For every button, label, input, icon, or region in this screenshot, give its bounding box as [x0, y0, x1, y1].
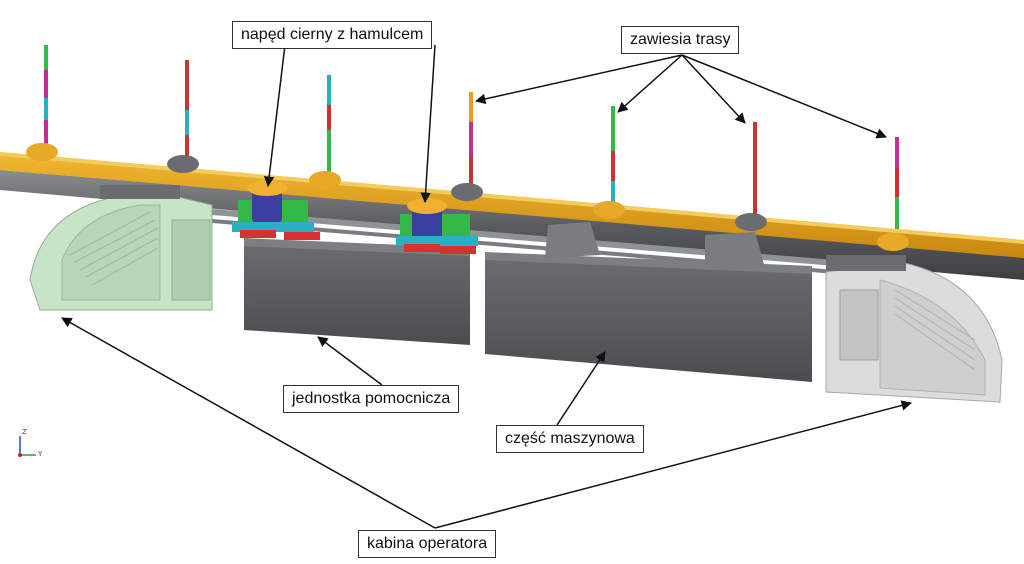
rod-4: [469, 92, 473, 187]
rod-1: [44, 45, 48, 148]
friction-drive-2: [396, 198, 478, 254]
left-operator-cabin: [29, 185, 213, 311]
right-operator-cabin: [825, 255, 1003, 403]
rod-5: [611, 106, 615, 206]
callout-friction-drive: napęd cierny z hamulcem: [232, 21, 433, 49]
axis-y-label: Y: [38, 450, 43, 458]
rod-3: [327, 75, 331, 175]
axis-triad: [18, 436, 36, 457]
callout-auxiliary-unit: jednostka pomocnicza: [283, 385, 460, 413]
suspension-rods: [44, 45, 899, 237]
callout-operator-cabin: kabina operatora: [358, 530, 497, 558]
callout-arrows: [61, 44, 913, 529]
callout-track-hangers: zawiesia trasy: [621, 26, 740, 54]
machine-section: [485, 222, 812, 382]
friction-drive-1: [232, 180, 320, 240]
callout-machine-section: część maszynowa: [496, 425, 644, 453]
rod-2: [185, 60, 189, 163]
rod-6: [753, 122, 757, 220]
rail-clamps: [26, 143, 909, 251]
axis-z-label: Z: [22, 428, 27, 436]
rod-7: [895, 137, 899, 237]
auxiliary-unit: [244, 238, 470, 345]
